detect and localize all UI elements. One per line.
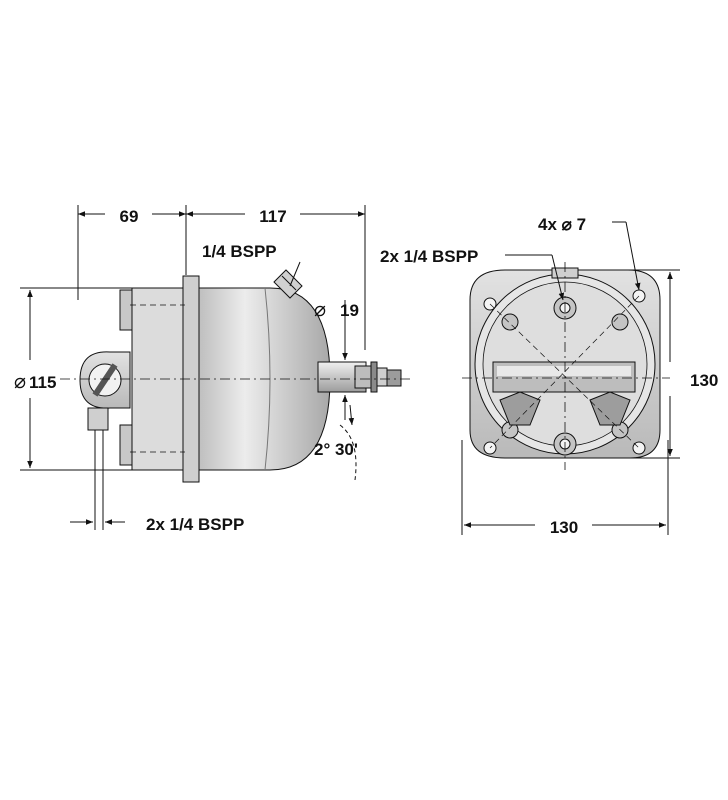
side-view	[20, 205, 410, 530]
port-top-label: 1/4 BSPP	[202, 242, 277, 261]
ports-bottom-label: 2x 1/4 BSPP	[146, 515, 244, 534]
dim-height: 130	[690, 371, 718, 390]
dim-diameter: 115	[29, 373, 56, 392]
dim-length-front: 69	[120, 207, 139, 226]
ports-label-front: 2x 1/4 BSPP	[380, 247, 478, 266]
front-view	[461, 221, 680, 535]
diameter-symbol-115: ⌀	[14, 369, 26, 393]
holes-label: 4x ⌀ 7	[538, 215, 586, 234]
diameter-symbol-19: ⌀	[314, 297, 326, 321]
dim-width: 130	[550, 518, 578, 537]
shaft-diameter: 19	[340, 301, 359, 320]
taper-angle: 2° 30'	[314, 440, 358, 459]
dim-length-body: 117	[259, 207, 286, 226]
